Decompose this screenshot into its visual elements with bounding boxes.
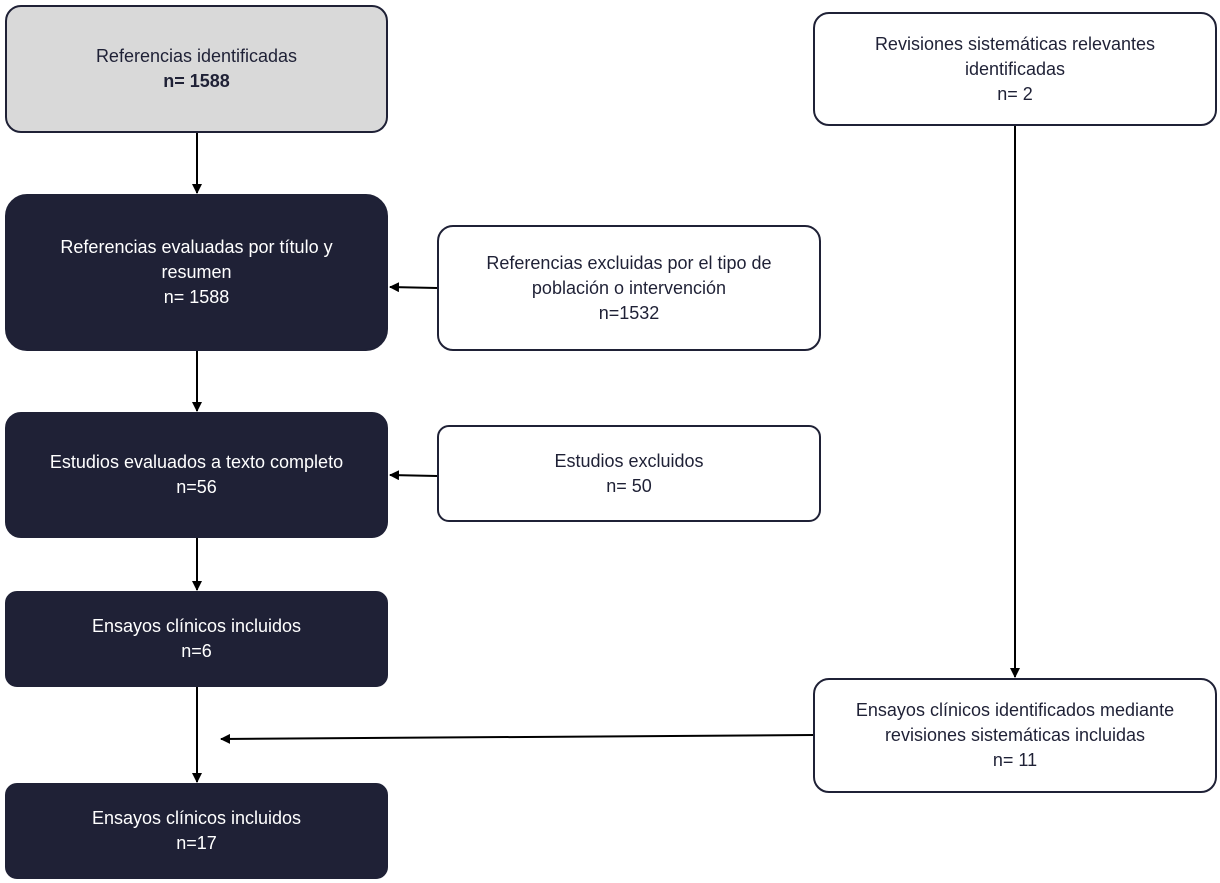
box-reviews-count: n= 2	[997, 83, 1033, 104]
box-fulltext: Estudios evaluados a texto completo n=56	[5, 412, 388, 538]
box-trials-from-reviews: Ensayos clínicos identificados mediante …	[813, 678, 1217, 793]
box-final-included-label: Ensayos clínicos incluidos	[91, 808, 302, 828]
arrow-excluded-fulltext	[389, 470, 438, 481]
box-identified: Referencias identificadas n= 1588	[5, 5, 388, 133]
arrow-trials-to-main	[220, 733, 815, 744]
box-screened-label: Referencias evaluadas por título y resum…	[60, 237, 333, 282]
box-excluded-screen-count: n=1532	[598, 302, 660, 323]
box-excluded-screen: Referencias excluidas por el tipo de pob…	[437, 225, 821, 351]
box-included-trials-count: n=6	[181, 641, 212, 661]
box-excluded-fulltext-count: n= 50	[606, 475, 652, 496]
box-excluded-screen-label: Referencias excluidas por el tipo de pob…	[486, 252, 772, 298]
box-fulltext-label: Estudios evaluados a texto completo	[49, 452, 344, 472]
arrow-excluded-screen	[389, 282, 438, 293]
box-reviews-label: Revisiones sistemáticas relevantes ident…	[874, 33, 1156, 79]
box-identified-count: n= 1588	[163, 71, 230, 91]
box-identified-label: Referencias identificadas	[95, 46, 298, 66]
box-final-included: Ensayos clínicos incluidos n=17	[5, 783, 388, 879]
box-included-trials-label: Ensayos clínicos incluidos	[91, 616, 302, 636]
box-reviews: Revisiones sistemáticas relevantes ident…	[813, 12, 1217, 126]
box-excluded-fulltext-label: Estudios excluidos	[554, 450, 704, 471]
box-final-included-count: n=17	[176, 833, 217, 853]
box-included-trials: Ensayos clínicos incluidos n=6	[5, 591, 388, 687]
box-screened-count: n= 1588	[163, 287, 230, 307]
box-trials-from-reviews-count: n= 11	[992, 750, 1038, 770]
box-excluded-fulltext: Estudios excluidos n= 50	[437, 425, 821, 522]
box-screened: Referencias evaluadas por título y resum…	[5, 194, 388, 351]
box-fulltext-count: n=56	[176, 477, 217, 497]
box-trials-from-reviews-label: Ensayos clínicos identificados mediante …	[855, 700, 1175, 745]
